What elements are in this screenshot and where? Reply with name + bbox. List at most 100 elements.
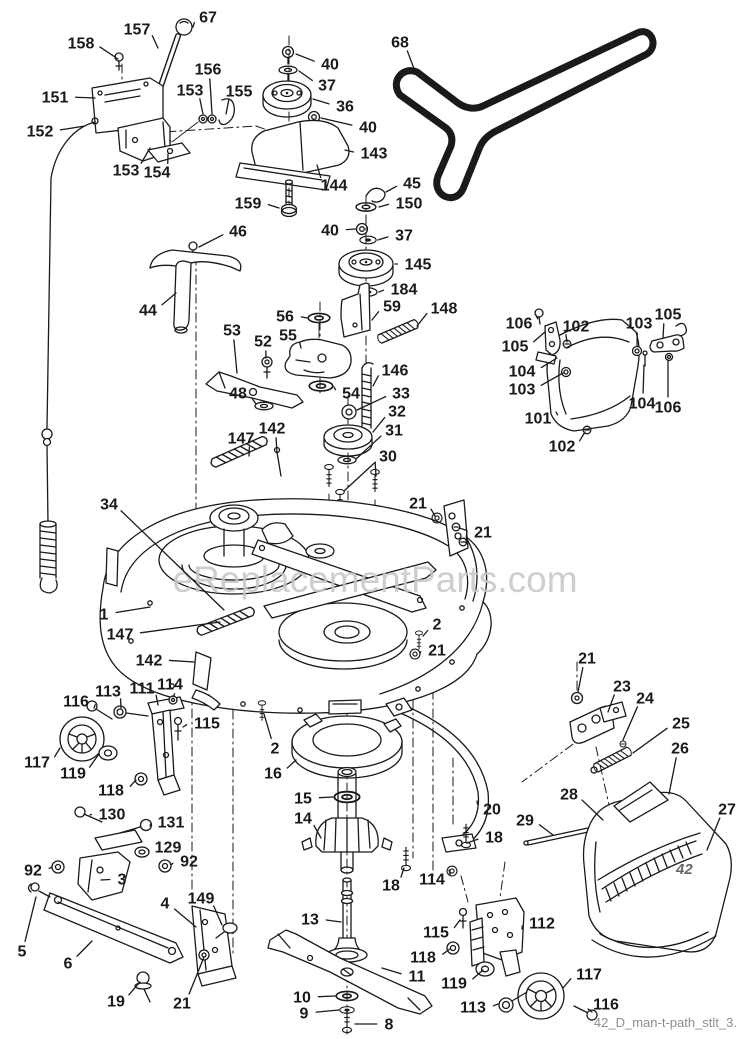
svg-text:157: 157: [124, 22, 151, 39]
svg-text:27: 27: [718, 802, 736, 819]
svg-text:48: 48: [229, 386, 247, 403]
callout-106: 106: [506, 314, 539, 333]
svg-text:34: 34: [100, 497, 118, 514]
svg-text:129: 129: [155, 840, 182, 857]
callout-150: 150: [378, 196, 422, 213]
callout-33: 33: [356, 386, 410, 411]
callout-29: 29: [516, 813, 554, 836]
svg-text:21: 21: [428, 643, 446, 660]
callout-105: 105: [502, 331, 546, 356]
svg-text:52: 52: [254, 334, 272, 351]
callout-25: 25: [632, 716, 690, 754]
svg-text:145: 145: [405, 257, 432, 274]
callout-153: 153: [177, 83, 204, 115]
callout-4: 4: [161, 896, 197, 928]
svg-text:105: 105: [502, 339, 529, 356]
svg-text:149: 149: [188, 891, 215, 908]
svg-text:92: 92: [24, 863, 42, 880]
callout-56: 56: [276, 309, 308, 326]
svg-text:40: 40: [321, 223, 339, 240]
svg-text:56: 56: [276, 309, 294, 326]
svg-text:5: 5: [18, 944, 27, 961]
svg-text:8: 8: [385, 1017, 394, 1034]
svg-text:24: 24: [636, 691, 654, 708]
svg-text:102: 102: [563, 319, 590, 336]
callout-40: 40: [295, 53, 339, 74]
callout-45: 45: [385, 176, 421, 193]
callout-159: 159: [235, 196, 280, 213]
svg-text:68: 68: [391, 35, 409, 52]
svg-text:40: 40: [321, 57, 339, 74]
belt-guard: [149, 241, 242, 334]
callout-148: 148: [416, 301, 457, 327]
callout-48: 48: [229, 386, 257, 405]
svg-text:105: 105: [655, 307, 682, 324]
svg-text:31: 31: [385, 423, 403, 440]
svg-text:118: 118: [98, 783, 124, 800]
svg-text:10: 10: [293, 990, 311, 1007]
svg-text:4: 4: [161, 896, 170, 913]
callout-147: 147: [107, 621, 221, 644]
callout-13: 13: [301, 912, 342, 929]
callout-113: 113: [460, 1000, 499, 1017]
callout-144: 144: [316, 164, 348, 195]
callout-53: 53: [223, 323, 241, 374]
callout-2: 2: [263, 713, 280, 758]
svg-text:6: 6: [64, 956, 73, 973]
svg-text:151: 151: [42, 90, 69, 107]
clutch-cable: [39, 117, 99, 594]
svg-text:32: 32: [388, 404, 406, 421]
callout-19: 19: [107, 981, 141, 1011]
callout-146: 146: [372, 363, 408, 387]
callout-103: 103: [626, 316, 652, 347]
svg-text:18: 18: [382, 878, 400, 895]
callout-149: 149: [188, 891, 223, 926]
svg-text:147: 147: [228, 431, 255, 448]
callout-105: 105: [655, 307, 682, 339]
svg-text:159: 159: [235, 196, 262, 213]
svg-text:142: 142: [259, 421, 286, 438]
callout-67: 67: [192, 10, 217, 28]
svg-text:114: 114: [157, 677, 183, 694]
svg-text:44: 44: [139, 303, 157, 320]
svg-text:13: 13: [301, 912, 319, 929]
callout-1: 1: [100, 606, 151, 624]
svg-text:113: 113: [95, 684, 121, 701]
svg-text:184: 184: [391, 282, 418, 299]
callout-30: 30: [343, 449, 397, 492]
callout-18: 18: [382, 867, 405, 895]
svg-text:116: 116: [593, 997, 619, 1014]
svg-text:154: 154: [144, 165, 171, 182]
svg-text:147: 147: [107, 627, 134, 644]
svg-text:144: 144: [321, 178, 348, 195]
svg-text:115: 115: [194, 716, 220, 733]
callout-31: 31: [355, 423, 403, 460]
svg-text:117: 117: [576, 967, 602, 984]
svg-text:9: 9: [300, 1006, 309, 1023]
callout-6: 6: [64, 940, 93, 973]
callout-143: 143: [344, 146, 387, 163]
svg-text:130: 130: [99, 807, 126, 824]
svg-text:55: 55: [279, 328, 297, 345]
svg-text:15: 15: [294, 791, 312, 808]
callout-102: 102: [549, 431, 586, 456]
svg-text:28: 28: [560, 787, 578, 804]
svg-text:40: 40: [359, 120, 377, 137]
callout-16: 16: [264, 759, 297, 783]
callout-157: 157: [124, 22, 159, 49]
svg-text:142: 142: [136, 653, 163, 670]
callout-118: 118: [410, 948, 451, 967]
svg-text:103: 103: [509, 382, 536, 399]
svg-text:14: 14: [294, 811, 312, 828]
callout-92: 92: [24, 863, 53, 880]
callout-8: 8: [354, 1017, 394, 1034]
svg-text:16: 16: [264, 766, 282, 783]
callout-21: 21: [577, 651, 596, 693]
svg-text:30: 30: [379, 449, 397, 466]
callout-130: 130: [89, 807, 126, 824]
callout-27: 27: [706, 802, 736, 851]
svg-text:101: 101: [525, 411, 552, 428]
svg-text:2: 2: [271, 741, 280, 758]
